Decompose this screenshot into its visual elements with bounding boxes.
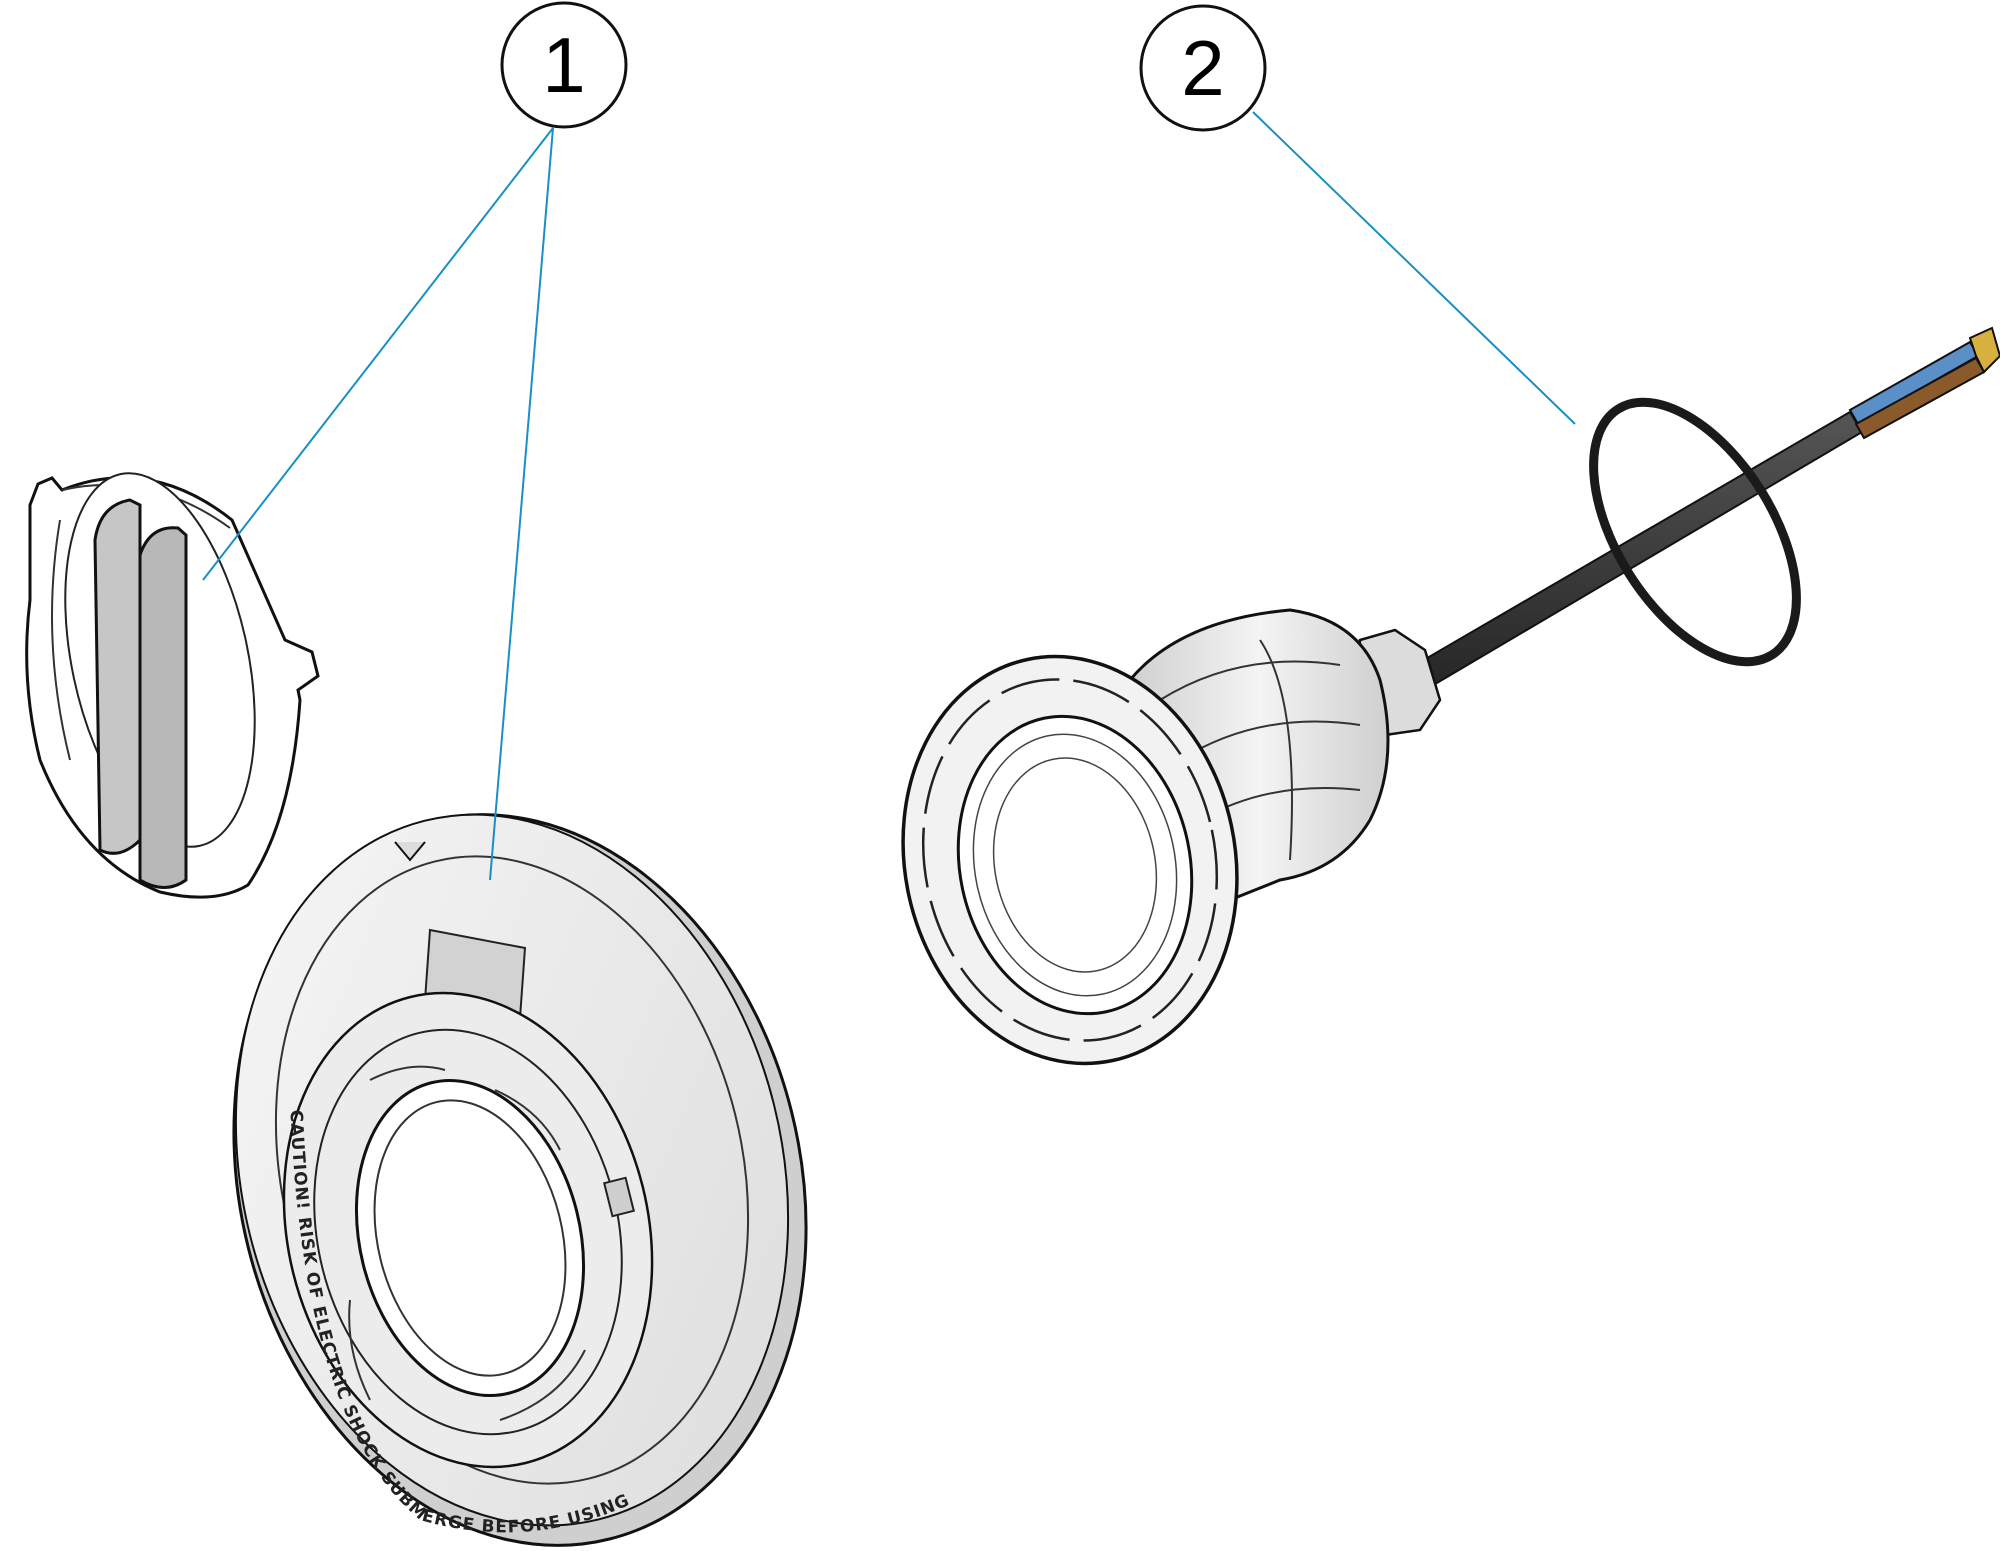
callout-balloon-1: 1: [500, 1, 628, 129]
escutcheon-ring-part: CAUTION! RISK OF ELECTRIC SHOCK SUBMERGE…: [232, 813, 808, 1547]
o-ring: [1589, 397, 1801, 667]
power-cable: [1408, 410, 1864, 692]
light-lens: [956, 714, 1194, 1016]
leader-line-1-escutcheon: [489, 127, 554, 881]
leader-line-2-oring: [1252, 111, 1576, 425]
light-fixture-part: [901, 326, 2000, 1066]
callout-label-1: 1: [542, 21, 585, 109]
wire-tip: [1968, 326, 2000, 374]
callout-label-2: 2: [1181, 24, 1224, 112]
leader-lines: [202, 111, 1576, 881]
clip-grip-bar: [93, 498, 142, 855]
clip-cover-part: [25, 472, 320, 899]
leader-line-1-clip: [202, 127, 554, 581]
escutcheon-center-hole: [354, 1078, 586, 1398]
clip-grip-bar: [138, 526, 188, 889]
callout-balloon-2: 2: [1139, 4, 1267, 132]
